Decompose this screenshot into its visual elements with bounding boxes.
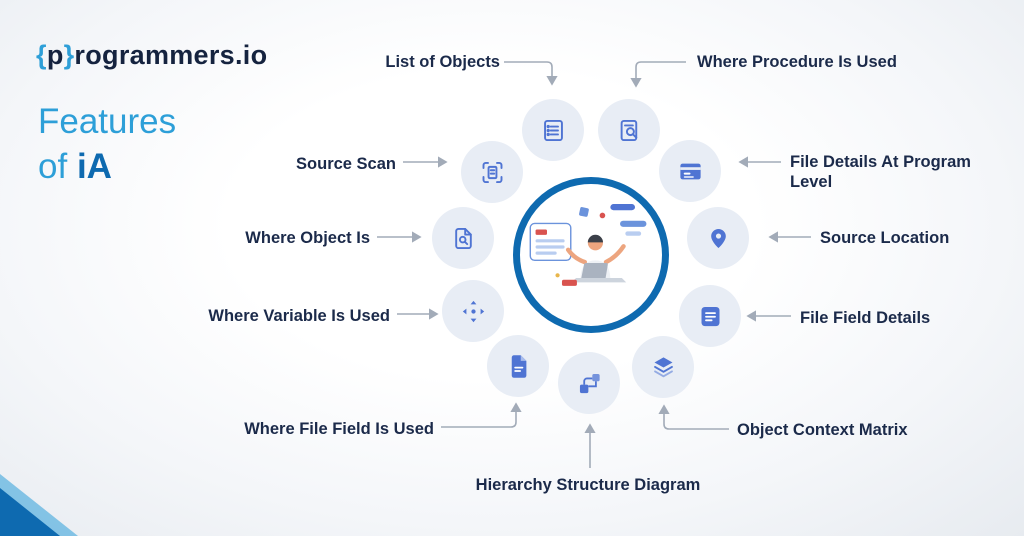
corner-accent-dark (0, 488, 60, 536)
arrow-list-of-objects (504, 61, 558, 86)
title-line2-word: of (38, 146, 68, 186)
card-icon (679, 163, 701, 179)
feature-label-hierarchy-structure-diagram: Hierarchy Structure Diagram (475, 476, 701, 494)
feature-icon-file-details-at-program-level (659, 140, 721, 202)
file-search-icon (454, 227, 472, 249)
move-arrows-icon (462, 300, 484, 322)
layers-icon (653, 356, 673, 377)
logo-p-letter: p (46, 40, 64, 70)
feature-icon-source-scan (461, 141, 523, 203)
feature-label-file-field-details: File Field Details (800, 309, 931, 327)
feature-icon-hierarchy-structure-diagram (558, 352, 620, 414)
document-search-icon (620, 119, 637, 141)
logo-brace-open: { (36, 40, 47, 70)
feature-icon-where-object-is (432, 207, 494, 269)
feature-label-where-variable-is-used: Where Variable Is Used (208, 307, 390, 325)
hierarchy-icon (579, 373, 600, 393)
scan-icon (482, 161, 502, 183)
title-line1: Features (38, 102, 177, 141)
person-at-laptop-illustration (529, 203, 647, 286)
feature-label-list-of-objects: List of Objects (385, 53, 500, 71)
feature-icon-source-location (687, 207, 749, 269)
feature-icon-where-file-field-is-used (487, 335, 549, 397)
logo-brace-close: } (63, 40, 75, 70)
feature-label-where-procedure-is-used: Where Procedure Is Used (697, 53, 897, 71)
title-line2-highlight: iA (76, 146, 112, 186)
feature-label-where-object-is: Where Object Is (245, 229, 370, 247)
arrow-where-procedure-is-used (630, 61, 686, 88)
feature-label-file-details-at-program-level: File Details At Program Level (790, 153, 971, 192)
arrow-where-file-field-is-used (441, 402, 522, 428)
location-pin-icon (710, 228, 726, 248)
feature-icon-where-variable-is-used (442, 280, 504, 342)
feature-label-source-scan: Source Scan (296, 155, 396, 173)
arrow-object-context-matrix (658, 404, 729, 430)
logo-suffix: rogrammers.io (74, 40, 268, 70)
list-clipboard-icon (543, 119, 563, 141)
feature-label-object-context-matrix: Object Context Matrix (737, 421, 908, 439)
feature-icon-list-of-objects (522, 99, 584, 161)
feature-label-where-file-field-is-used: Where File Field Is Used (244, 420, 434, 438)
logo: {p}rogrammers.io (36, 40, 267, 71)
feature-label-source-location: Source Location (820, 229, 950, 247)
feature-icon-file-field-details (679, 285, 741, 347)
feature-icon-object-context-matrix (632, 336, 694, 398)
page-title: Features of iA (38, 100, 176, 190)
feature-icon-where-procedure-is-used (598, 99, 660, 161)
document-icon (511, 354, 526, 378)
center-circle (513, 177, 669, 333)
file-lines-icon (701, 306, 719, 326)
